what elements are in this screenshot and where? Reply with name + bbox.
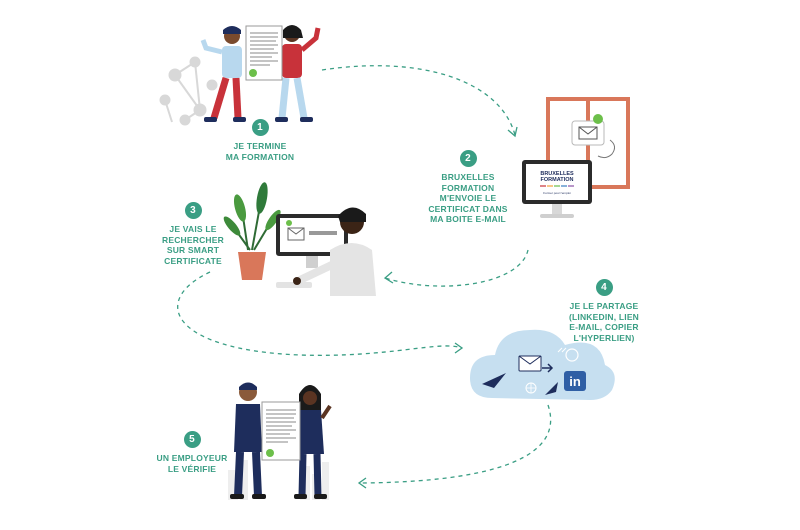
brand-tagline: Former pour l'emploi xyxy=(543,191,571,195)
step-1: 1 JE TERMINE MA FORMATION xyxy=(214,119,306,162)
arrow-3-to-4 xyxy=(177,271,463,356)
arrow-1-to-2 xyxy=(321,65,516,136)
step-3-label: JE VAIS LE RECHERCHER SUR SMART CERTIFIC… xyxy=(162,224,224,266)
email-bubble xyxy=(571,114,616,159)
brand-line2: FORMATION xyxy=(541,177,574,183)
step-1-label: JE TERMINE MA FORMATION xyxy=(225,141,295,162)
atomium-illustration xyxy=(159,56,218,126)
arrow-2-to-3 xyxy=(384,249,529,287)
arrow-heads xyxy=(357,126,518,489)
certificate-document-1 xyxy=(245,25,283,81)
linkedin-icon: in xyxy=(564,371,586,391)
man-at-computer xyxy=(293,207,376,296)
employer-woman xyxy=(294,385,332,499)
step-4-number: 4 xyxy=(595,279,613,296)
person-left xyxy=(200,26,246,122)
arrow-4-to-5 xyxy=(359,404,552,484)
step-1-number: 1 xyxy=(251,119,269,136)
step-2-label: BRUXELLES FORMATION M'ENVOIE LE CERTIFIC… xyxy=(428,172,508,224)
employer-man xyxy=(230,382,266,499)
step-3: 3 JE VAIS LE RECHERCHER SUR SMART CERTIF… xyxy=(148,202,238,266)
person-right xyxy=(275,25,321,122)
step-5: 5 UN EMPLOYEUR LE VÉRIFIE xyxy=(144,431,240,474)
step-4-label: JE LE PARTAGE (LINKEDIN, LIEN E-MAIL, CO… xyxy=(568,301,640,343)
step-2: 2 BRUXELLES FORMATION M'ENVOIE LE CERTIF… xyxy=(420,150,516,225)
svg-text:in: in xyxy=(569,374,581,389)
step-2-number: 2 xyxy=(459,150,477,167)
monitor-bruxelles-formation: BRUXELLES FORMATION Former pour l'emploi xyxy=(522,160,592,218)
step-5-label: UN EMPLOYEUR LE VÉRIFIE xyxy=(156,453,228,474)
step-5-number: 5 xyxy=(183,431,201,448)
desk-computer xyxy=(276,214,348,288)
plant-illustration xyxy=(223,182,281,280)
certificate-document-2 xyxy=(261,401,301,461)
connector-arrows xyxy=(177,65,552,484)
step-4: 4 JE LE PARTAGE (LINKEDIN, LIEN E-MAIL, … xyxy=(554,279,654,343)
step-3-number: 3 xyxy=(184,202,202,219)
brand-line1: BRUXELLES xyxy=(540,171,574,177)
